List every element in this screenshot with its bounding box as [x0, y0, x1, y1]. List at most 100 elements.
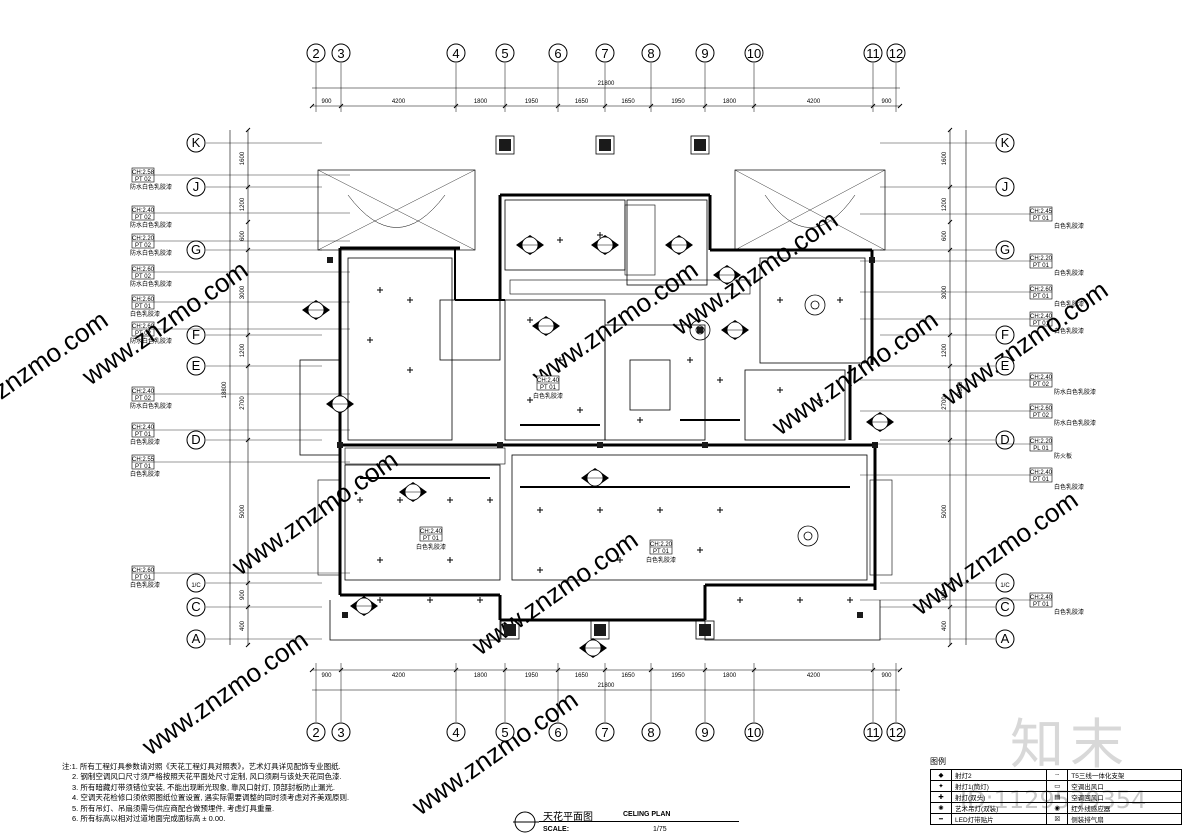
- legend-row: ◆ 射灯2 ┄ T5三线一体化支架: [930, 769, 1182, 781]
- grid-label-top: 7: [601, 46, 608, 61]
- legend-left-label: 射灯(双头): [950, 791, 1048, 803]
- watermark-logo: 知末: [1010, 713, 1130, 776]
- pendant-lamp-icon: ✺: [930, 802, 952, 814]
- dimension-text: 1800: [474, 673, 488, 679]
- dimension-text: 1650: [575, 99, 589, 105]
- pendant-lamp: [804, 294, 826, 316]
- grid-label-row: A: [1001, 631, 1010, 646]
- note-4: 4. 空调天花检修口须依照图纸位置设置, 遇实际需要调整的同时须考虑对齐美观原则…: [72, 793, 350, 803]
- title-underline: [539, 821, 739, 822]
- room-ceiling-outline: [344, 464, 501, 581]
- dimension-text: 1950: [525, 99, 539, 105]
- column: [697, 327, 703, 333]
- legend-row: ✦ 射灯1(筒灯) ▭ 空调出风口: [930, 780, 1182, 792]
- legend-table: ◆ 射灯2 ┄ T5三线一体化支架 ✦ 射灯1(筒灯) ▭ 空调出风口 ✚ 射灯…: [930, 769, 1182, 825]
- column: [597, 442, 603, 448]
- grid-label-bottom: 3: [337, 725, 344, 740]
- dimension-tick: [897, 667, 903, 673]
- tag-height: CH:2.60: [132, 324, 155, 330]
- watermark-text: www.znzmo.com: [766, 304, 944, 441]
- tag-height: CH:2.60: [132, 568, 155, 574]
- column: [594, 624, 606, 636]
- dimension-text: 1600: [942, 151, 948, 165]
- tag-description: 白色乳胶漆: [130, 470, 160, 478]
- dimension-tick: [245, 642, 251, 648]
- tag-height: CH:2.40: [1030, 375, 1053, 381]
- column: [869, 257, 875, 263]
- general-notes: 注:1. 所有工程灯具参数请对照《天花工程灯具对照表》，艺术灯具详见配饰专业图纸…: [62, 762, 442, 824]
- t5-bracket-icon: ┄: [1046, 769, 1069, 781]
- column-base: [590, 620, 610, 640]
- column-base: [595, 135, 615, 155]
- tag-material: PT 02: [135, 243, 152, 249]
- tag-description: 白色乳胶漆: [1054, 327, 1084, 335]
- grid-bubble-bottom: [331, 722, 351, 742]
- column: [342, 612, 348, 618]
- dimension-text: 1200: [942, 343, 948, 357]
- room-ceiling-outline: [744, 369, 846, 441]
- tag-material: PT 02: [1033, 382, 1050, 388]
- tag-description: 白色乳胶漆: [1054, 300, 1084, 308]
- tag-height: CH:2.58: [132, 170, 155, 176]
- legend-right-label: 空调回风口: [1067, 791, 1182, 803]
- scale-label: SCALE:: [543, 826, 570, 833]
- column: [872, 442, 878, 448]
- legend-row: ━ LED灯带贴片 ☒ 侧装排气扇: [930, 813, 1182, 825]
- room-ceiling-outline: [626, 199, 708, 286]
- dimension-tick: [947, 642, 953, 648]
- grid-label-top: 3: [337, 46, 344, 61]
- dimension-text: 1600: [240, 151, 246, 165]
- watermark-text: www.znzmo.com: [466, 524, 644, 661]
- downlight-icon: ✦: [930, 780, 952, 792]
- tag-height: CH:2.40: [132, 389, 155, 395]
- legend-right-label: T5三线一体化支架: [1067, 769, 1182, 781]
- dimension-tick: [947, 127, 953, 133]
- corridor-hatch: [509, 279, 751, 295]
- tag-height: CH:2.60: [1030, 287, 1053, 293]
- tag-material: PT 01: [423, 536, 440, 542]
- dimension-text: 1200: [240, 197, 246, 211]
- grid-label-bottom: 12: [889, 725, 903, 740]
- column-base: [695, 620, 715, 640]
- column: [504, 624, 516, 636]
- grid-bubble-top: [495, 43, 515, 63]
- grid-bubble-row: [995, 597, 1015, 617]
- tag-description: 白色乳胶漆: [130, 310, 160, 318]
- dimension-text: 1950: [671, 673, 685, 679]
- column: [337, 442, 343, 448]
- tag-material: PT 01: [1033, 294, 1050, 300]
- legend-left-label: 艺术吊灯(双装): [950, 802, 1048, 814]
- grid-label-top: 6: [554, 46, 561, 61]
- tag-material: PT 01: [1033, 321, 1050, 327]
- grid-bubble-row: [995, 177, 1015, 197]
- grid-bubble-bottom: [744, 722, 764, 742]
- grid-bubble-top: [863, 43, 883, 63]
- note-2: 2. 钢制空调风口尺寸须严格按照天花平面处尺寸定制, 风口须刷与该处天花同色漆.: [72, 772, 342, 782]
- tag-material: PT 01: [1033, 477, 1050, 483]
- dimension-text: 5000: [240, 504, 246, 518]
- terrace-edge: [329, 600, 501, 641]
- roof-outline: [317, 169, 476, 251]
- grid-bubble-top: [306, 43, 326, 63]
- column: [497, 442, 503, 448]
- tag-material: PT 01: [1033, 216, 1050, 222]
- tag-description: 白色乳胶漆: [130, 581, 160, 589]
- dimension-text: 900: [881, 673, 892, 679]
- tag-description: 防火板: [1054, 452, 1072, 460]
- cove-hatch: [344, 447, 506, 465]
- grid-bubble-top: [641, 43, 661, 63]
- grid-label-top: 5: [501, 46, 508, 61]
- dimension-total: 18800: [958, 381, 964, 398]
- dimension-text: 1950: [671, 99, 685, 105]
- legend: 图例 ◆ 射灯2 ┄ T5三线一体化支架 ✦ 射灯1(筒灯) ▭ 空调出风口 ✚…: [930, 756, 1185, 825]
- tag-material: PT 01: [1033, 263, 1050, 269]
- tag-description: 白色乳胶漆: [130, 438, 160, 446]
- dimension-text: 400: [240, 620, 246, 631]
